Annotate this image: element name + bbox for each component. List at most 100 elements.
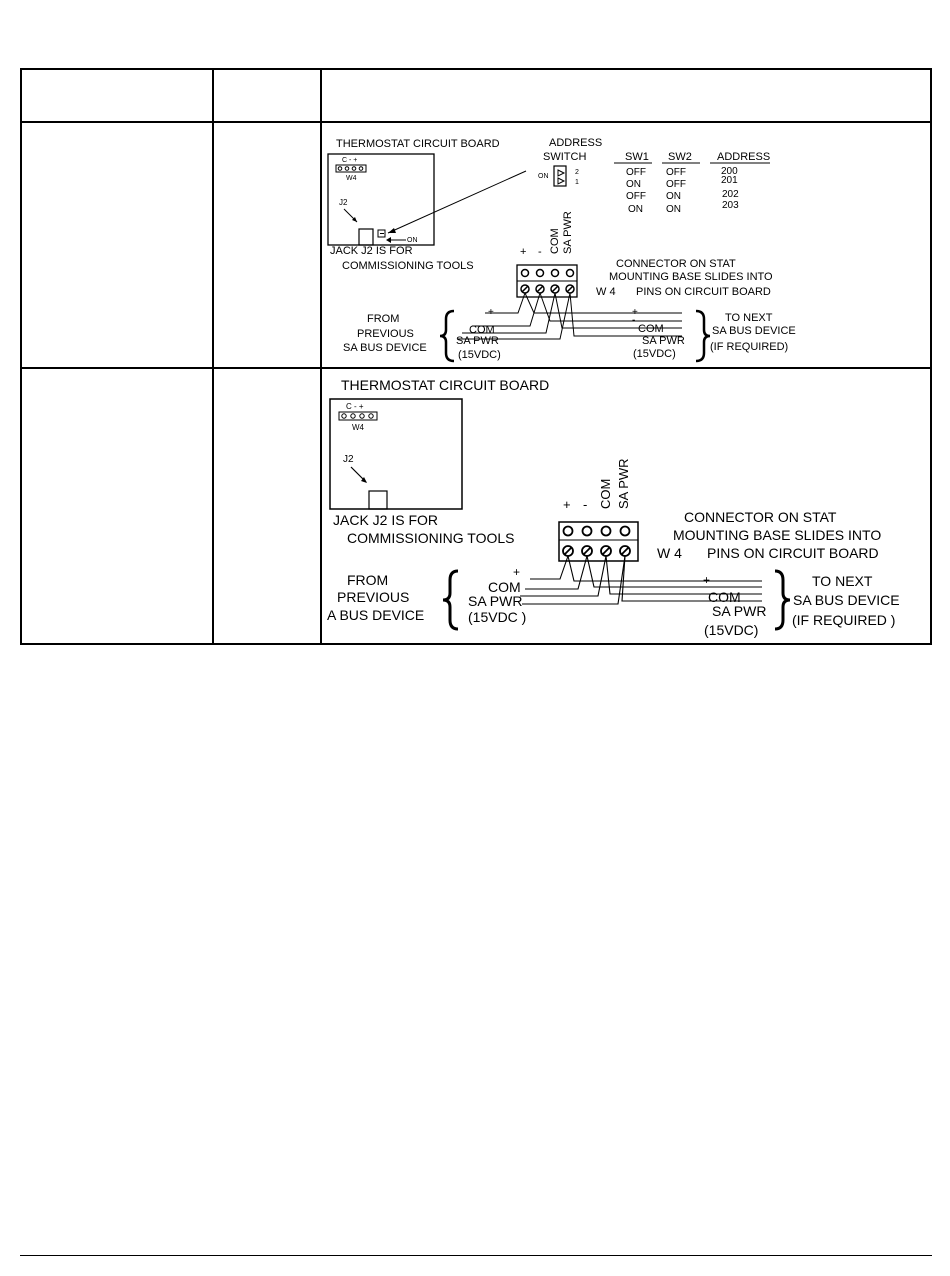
right-brace	[695, 309, 711, 363]
address-switch	[553, 165, 567, 187]
to-device-label: (IF REQUIRED )	[792, 612, 895, 628]
switch-pointer-line	[387, 170, 527, 234]
from-device-label: PREVIOUS	[357, 328, 414, 340]
right-wire-label: (15VDC)	[704, 622, 758, 638]
address-dip-switch	[377, 229, 386, 238]
jack-note: COMMISSIONING TOOLS	[347, 530, 515, 546]
j2-label: J2	[343, 454, 354, 465]
left-brace	[442, 569, 459, 631]
table-cell: OFF	[626, 167, 646, 178]
left-wire-label: SA PWR	[456, 335, 499, 347]
column-sw1: SW1	[625, 151, 649, 163]
w4-header	[335, 164, 367, 173]
j2-label: J2	[339, 198, 348, 207]
connector-note: W 4	[657, 545, 682, 561]
w4-label: W4	[352, 423, 365, 432]
address-switch-label: SWITCH	[543, 151, 586, 163]
right-brace	[774, 569, 791, 631]
switch-position-1: 1	[575, 179, 579, 186]
left-wire-label: COM	[469, 324, 495, 336]
terminal-label-com: COM	[549, 228, 561, 254]
terminal-label-plus: +	[520, 246, 526, 258]
column-sw2: SW2	[668, 151, 692, 163]
table-cell: 200	[721, 166, 738, 177]
w4-label: W4	[346, 175, 357, 182]
circuit-board	[329, 398, 463, 510]
j2-jack	[358, 228, 374, 246]
table-cell: OFF	[666, 167, 686, 178]
address-switch-label: ADDRESS	[549, 137, 602, 149]
switch-on-label: ON	[538, 173, 549, 180]
table-cell: OFF	[666, 179, 686, 190]
from-device-label: FROM	[367, 313, 399, 325]
j2-jack	[368, 490, 388, 510]
left-brace	[439, 309, 455, 363]
from-device-label: PREVIOUS	[337, 589, 409, 605]
connector-note: PINS ON CIRCUIT BOARD	[707, 545, 879, 561]
table-cell: ON	[666, 204, 681, 215]
right-wire-label: +	[703, 573, 710, 587]
terminal-label-minus: -	[583, 497, 587, 512]
to-device-label: SA BUS DEVICE	[793, 592, 900, 608]
stat-connector	[558, 521, 639, 562]
w4-pins-label: C - +	[346, 402, 364, 411]
right-wire-label: SA PWR	[642, 335, 685, 347]
jack-note: JACK J2 IS FOR	[333, 512, 438, 528]
to-device-label: (IF REQUIRED)	[710, 341, 788, 353]
table-cell: 203	[722, 200, 739, 211]
wiring	[458, 292, 682, 340]
connector-note: PINS ON CIRCUIT BOARD	[636, 286, 771, 298]
table-cell: 202	[722, 189, 739, 200]
from-device-label: A BUS DEVICE	[327, 607, 424, 623]
instructions-table	[20, 68, 932, 645]
wiring-diagram-2: THERMOSTAT CIRCUIT BOARD C - + W4 J2 JAC…	[327, 377, 900, 638]
board-title: THERMOSTAT CIRCUIT BOARD	[341, 377, 549, 393]
w4-pins-label: C - +	[342, 157, 357, 164]
column-divider-1	[212, 68, 214, 645]
left-wire-label: COM	[488, 579, 521, 595]
column-divider-2	[320, 68, 322, 645]
right-wire-label: SA PWR	[712, 603, 766, 619]
to-device-label: TO NEXT	[812, 573, 873, 589]
right-wire-label: COM	[638, 323, 664, 335]
left-wire-label: +	[513, 565, 520, 579]
right-wire-label: +	[632, 307, 638, 318]
w4-header	[338, 411, 378, 421]
left-wire-label: +	[488, 307, 494, 318]
table-cell: OFF	[626, 191, 646, 202]
right-wire-label: COM	[708, 589, 741, 605]
terminal-label-com: COM	[598, 479, 613, 509]
connector-note: MOUNTING BASE SLIDES INTO	[673, 527, 881, 543]
connector-note: CONNECTOR ON STAT	[684, 509, 837, 525]
to-device-label: TO NEXT	[725, 312, 773, 324]
right-wire-label: -	[632, 315, 635, 326]
terminal-label-minus: -	[538, 246, 542, 258]
jack-note: JACK J2 IS FOR	[330, 245, 413, 257]
terminal-label-plus: +	[563, 497, 571, 512]
right-wire-label: (15VDC)	[633, 348, 676, 360]
connector-note: MOUNTING BASE SLIDES INTO	[609, 271, 773, 283]
to-device-label: SA BUS DEVICE	[712, 325, 796, 337]
left-wire-label: (15VDC )	[468, 609, 526, 625]
circuit-board	[327, 153, 435, 246]
left-wire-label: SA PWR	[468, 593, 522, 609]
from-device-label: FROM	[347, 572, 388, 588]
wiring-diagram-1: THERMOSTAT CIRCUIT BOARD C - + W4 J2 ON …	[327, 137, 796, 363]
table-cell: ON	[628, 204, 643, 215]
terminal-label-sa-pwr: SA PWR	[616, 458, 631, 509]
terminal-label-sa-pwr: SA PWR	[562, 211, 574, 254]
dip-on-label: ON	[407, 237, 418, 244]
footer-rule	[20, 1255, 932, 1256]
connector-note: W 4	[596, 286, 616, 298]
wiring	[520, 555, 762, 605]
connector-note: CONNECTOR ON STAT	[616, 258, 736, 270]
board-title: THERMOSTAT CIRCUIT BOARD	[336, 138, 500, 150]
table-cell: ON	[626, 179, 641, 190]
switch-position-2: 2	[575, 169, 579, 176]
left-wire-label: (15VDC)	[458, 349, 501, 361]
jack-note: COMMISSIONING TOOLS	[342, 260, 474, 272]
table-cell: 201	[721, 175, 738, 186]
column-address: ADDRESS	[717, 151, 770, 163]
from-device-label: SA BUS DEVICE	[343, 342, 427, 354]
address-table: SW1 SW2 ADDRESS OFF OFF 200 ON OFF 201 O…	[614, 151, 770, 215]
